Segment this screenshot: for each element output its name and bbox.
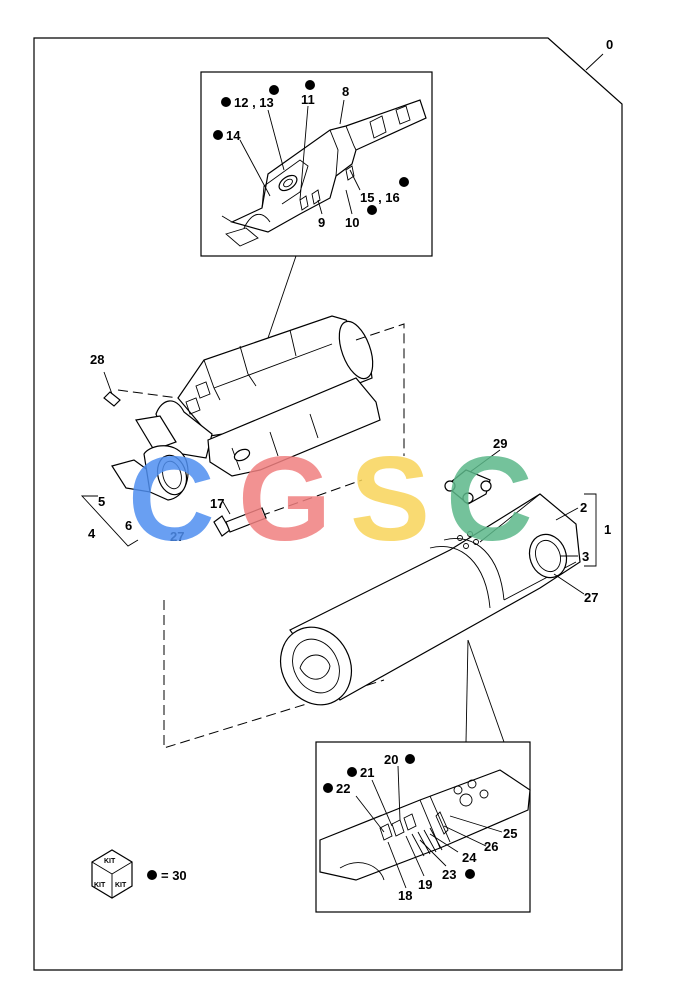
label-26: 26 <box>484 839 498 854</box>
kit-box-icon: KIT KIT KIT <box>91 849 133 899</box>
leader-0 <box>585 53 604 71</box>
label-24: 24 <box>462 850 477 865</box>
label-0: 0 <box>606 37 613 52</box>
detail-leader-bottom-b <box>467 639 505 743</box>
detail-box-top <box>200 71 433 257</box>
bullet-11 <box>305 80 315 90</box>
detail-box-bottom <box>315 741 531 913</box>
label-27a: 27 <box>170 529 184 544</box>
leader-2 <box>555 507 579 521</box>
label-1: 1 <box>604 522 611 537</box>
clevis-parts <box>111 445 189 501</box>
bullet-14 <box>213 130 223 140</box>
label-20: 20 <box>384 752 398 767</box>
detail-leader-bottom-a <box>465 639 469 743</box>
label-15-16: 15 , 16 <box>360 190 400 205</box>
label-4: 4 <box>88 526 96 541</box>
bullet-16 <box>399 177 409 187</box>
clamp-29 <box>444 449 501 505</box>
bullet-20 <box>405 754 415 764</box>
bullet-10 <box>367 205 377 215</box>
grease-nipple-28 <box>103 371 121 407</box>
bullet-23 <box>465 869 475 879</box>
svg-text:KIT: KIT <box>94 882 106 889</box>
bullet-30 <box>147 870 157 880</box>
label-3: 3 <box>582 549 589 564</box>
bracket-1 <box>584 493 597 567</box>
label-10: 10 <box>345 215 359 230</box>
label-18: 18 <box>398 888 412 903</box>
bullet-21 <box>347 767 357 777</box>
label-kit-equals: = 30 <box>161 868 187 883</box>
label-9: 9 <box>318 215 325 230</box>
rod-assembly <box>135 315 381 477</box>
detail-leader-top-a <box>267 255 297 339</box>
bracket-4-5-6 <box>80 495 139 547</box>
watermark-letter-2: G <box>238 432 331 566</box>
label-8: 8 <box>342 84 349 99</box>
bullet-13 <box>269 85 279 95</box>
leader-27b <box>553 573 585 595</box>
svg-text:KIT: KIT <box>104 858 116 865</box>
watermark-letter-1: C <box>128 432 215 566</box>
label-2: 2 <box>580 500 587 515</box>
label-5: 5 <box>98 494 105 509</box>
label-12-13: 12 , 13 <box>234 95 274 110</box>
projection-dash-28 <box>117 389 179 399</box>
label-11: 11 <box>301 92 315 107</box>
label-17: 17 <box>210 496 224 511</box>
label-25: 25 <box>503 826 517 841</box>
bolt-17 <box>213 499 267 537</box>
label-29: 29 <box>493 436 507 451</box>
top-inset-leaders <box>239 99 361 215</box>
bullet-22 <box>323 783 333 793</box>
bottom-inset-leaders <box>355 765 503 889</box>
detail-top-drawing <box>221 99 427 247</box>
label-28: 28 <box>90 352 104 367</box>
label-23: 23 <box>442 867 456 882</box>
watermark-letter-3: S <box>350 432 430 566</box>
label-22: 22 <box>336 781 350 796</box>
bullet-12 <box>221 97 231 107</box>
watermark-letter-4: C <box>446 432 533 566</box>
label-27b: 27 <box>584 590 598 605</box>
projection-dash-upper <box>355 323 405 456</box>
svg-text:KIT: KIT <box>115 882 127 889</box>
outer-frame <box>33 37 623 971</box>
cylinder-tube <box>279 493 581 706</box>
label-21: 21 <box>360 765 374 780</box>
label-19: 19 <box>418 877 432 892</box>
label-14: 14 <box>226 128 241 143</box>
watermark: C G S C <box>128 432 533 566</box>
label-6: 6 <box>125 518 132 533</box>
detail-bottom-drawing <box>319 769 531 881</box>
